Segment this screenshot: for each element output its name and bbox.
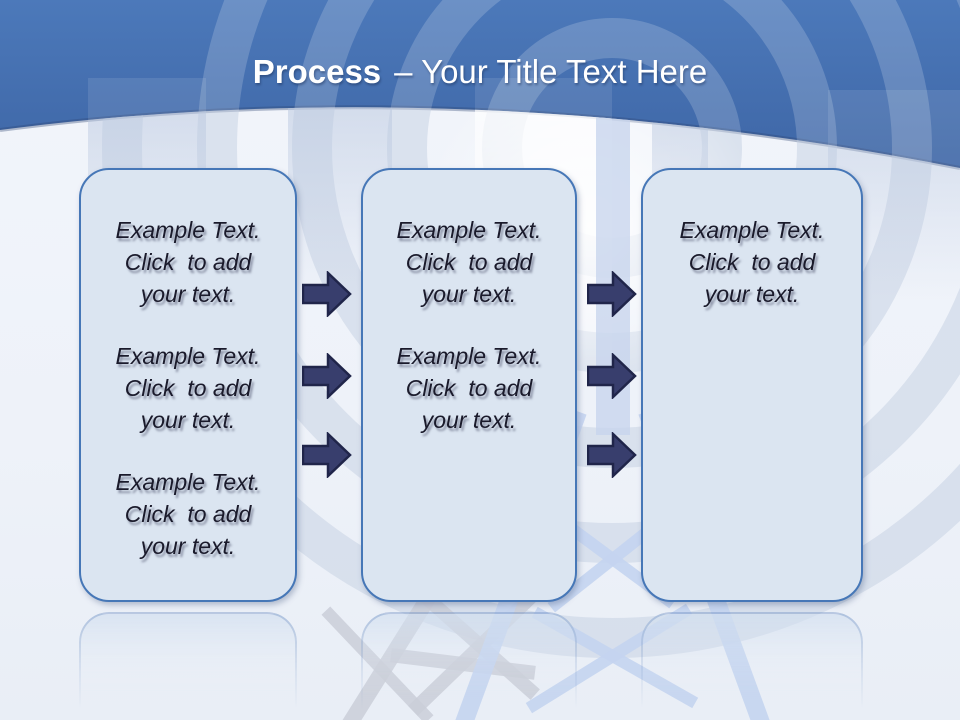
right-arrow-icon (587, 271, 637, 317)
right-arrow-icon (587, 432, 637, 478)
placeholder-text[interactable]: Example Text. Click to add your text. (396, 343, 542, 433)
placeholder-text[interactable]: Example Text. Click to add your text. (115, 469, 261, 559)
title-rest: – Your Title Text Here (394, 53, 708, 90)
placeholder-text[interactable]: Example Text. Click to add your text. (115, 217, 261, 307)
process-box-3[interactable]: Example Text. Click to add your text. (641, 168, 863, 602)
box-1-reflection (79, 612, 297, 720)
process-box-2[interactable]: Example Text. Click to add your text. Ex… (361, 168, 577, 602)
process-box-2-content: Example Text. Click to add your text. Ex… (363, 170, 575, 436)
right-arrow-icon (587, 353, 637, 399)
right-arrow-icon (302, 432, 352, 478)
box-2-reflection (361, 612, 577, 720)
placeholder-text[interactable]: Example Text. Click to add your text. (679, 217, 825, 307)
title-emphasis: Process (252, 53, 382, 90)
slide-title: Process – Your Title Text Here (0, 52, 960, 92)
box-3-reflection (641, 612, 863, 720)
header-band (0, 0, 960, 168)
placeholder-text[interactable]: Example Text. Click to add your text. (396, 217, 542, 307)
placeholder-text[interactable]: Example Text. Click to add your text. (115, 343, 261, 433)
process-box-1-content: Example Text. Click to add your text. Ex… (81, 170, 295, 562)
process-box-3-content: Example Text. Click to add your text. (643, 170, 861, 310)
right-arrow-icon (302, 271, 352, 317)
process-box-1[interactable]: Example Text. Click to add your text. Ex… (79, 168, 297, 602)
right-arrow-icon (302, 353, 352, 399)
